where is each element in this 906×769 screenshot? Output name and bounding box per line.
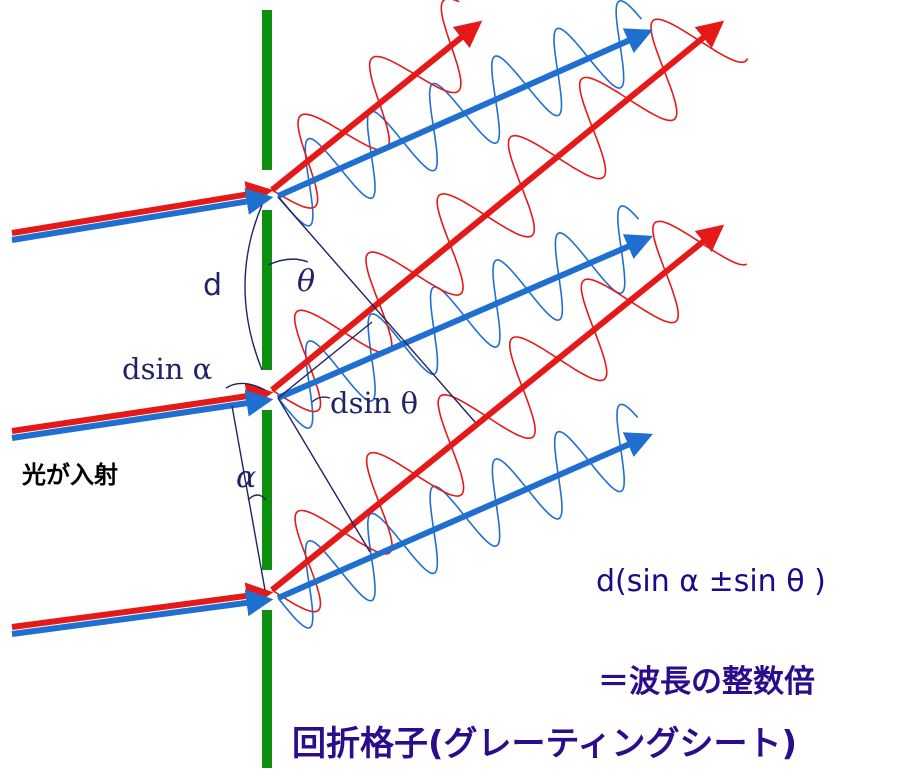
light-wave [271,18,749,413]
incident-perpendicular-line [231,405,266,591]
theta-label: θ [297,264,316,299]
d-sin-alpha-label: dsin α [122,352,213,386]
grating-bar [262,410,272,570]
d-sin-theta-bracket [311,396,331,403]
incident-ray-red [11,181,274,236]
alpha-label: α [236,460,257,495]
incident-light-label: 光が入射 [22,461,118,489]
incident-ray-blue [11,188,274,243]
wave-layer [271,0,749,629]
light-wave [277,403,639,629]
incident-rays [11,181,274,637]
incident-ray-blue [11,389,274,441]
incident-ray-red [11,582,274,630]
perpendicular-line [277,321,373,399]
grating-bar [262,210,272,370]
normal-line [277,397,371,553]
geometry-lines [225,196,476,591]
light-wave [277,205,640,430]
d-sin-alpha-bracket [225,382,266,391]
light-wave [271,0,462,209]
light-wave [271,220,747,613]
integer-wavelength-condition: ＝波長の整数倍 [598,664,815,700]
d-sin-theta-label: dsin θ [330,386,419,420]
grating-bar [262,610,272,768]
grating-bar [262,10,272,170]
path-difference-formula: d(sin α ±sin θ ) [596,564,826,599]
alpha-angle-arc [247,494,267,501]
normal-line [277,196,476,423]
incident-ray-blue [11,589,274,637]
diffracted-ray-blue [276,28,653,199]
diffracted-ray-blue [276,234,653,401]
grating-sheet [262,10,272,768]
d-spacing-bracket [244,204,263,371]
diffracted-ray-blue [276,432,653,601]
theta-angle-arc [267,258,309,266]
page-title: 回折格子(グレーティングシート) [292,724,798,764]
diffracted-rays [270,20,725,601]
incident-ray-red [11,382,274,434]
diffracted-ray-red [270,20,725,393]
d-spacing-label: d [203,268,223,303]
diffracted-ray-red [270,224,725,593]
diffracted-ray-red [270,20,483,193]
